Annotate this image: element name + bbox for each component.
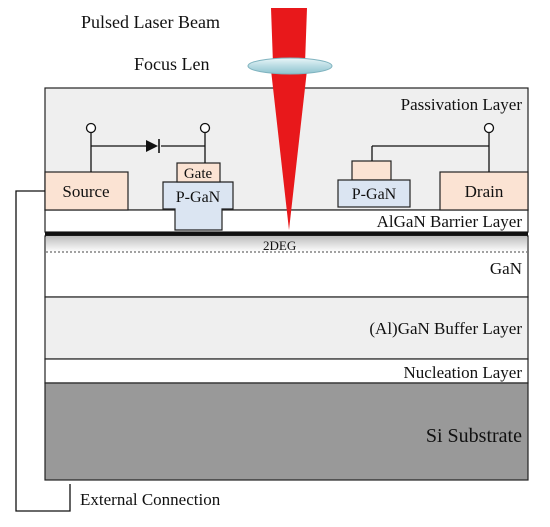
gan-label: GaN: [490, 259, 522, 278]
twodeg-label: 2DEG: [263, 238, 296, 253]
nucleation-label: Nucleation Layer: [404, 363, 523, 382]
source-terminal: [85, 122, 97, 134]
passivation-label: Passivation Layer: [401, 95, 523, 114]
focus-lens: [247, 57, 333, 75]
laser-beam-upper: [271, 8, 307, 64]
pgan-right-label: P-GaN: [352, 186, 397, 203]
external-connection-wire: [15, 190, 71, 512]
buffer-layer: [44, 296, 529, 360]
laser-beam-focus: [271, 70, 307, 230]
gate-label: Gate: [184, 166, 213, 182]
substrate-layer: [44, 382, 529, 481]
gate-contact: [176, 162, 221, 183]
buffer-label: (Al)GaN Buffer Layer: [369, 319, 522, 338]
pgan-right-contact: [351, 160, 392, 181]
pgan-left: [162, 181, 234, 231]
pgan-right: [337, 179, 411, 208]
source-label: Source: [62, 182, 109, 201]
drain-label: Drain: [465, 182, 504, 201]
heterojunction-line: [45, 232, 528, 236]
barrier-label: AlGaN Barrier Layer: [377, 212, 523, 231]
pgan-left-label: P-GaN: [176, 189, 221, 206]
external-connection-label: External Connection: [80, 490, 221, 509]
drain-wiring: [371, 133, 490, 172]
substrate-label: Si Substrate: [426, 425, 522, 447]
lens-label: Focus Len: [134, 54, 210, 74]
drain-contact: [439, 171, 529, 211]
drain-terminal: [483, 122, 495, 134]
gate-terminal: [199, 122, 211, 134]
diode-icon: [146, 139, 160, 153]
source-gate-wiring: [90, 133, 206, 172]
laser-label: Pulsed Laser Beam: [81, 12, 220, 32]
twodeg-region: [46, 236, 527, 252]
